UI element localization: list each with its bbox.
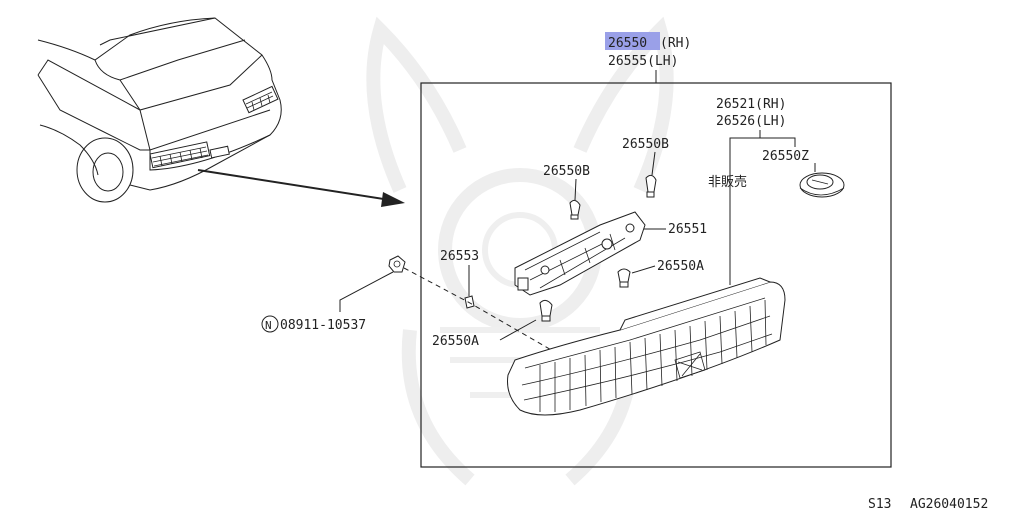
footer-model: S13: [868, 497, 891, 510]
part-main-rh: (RH): [660, 36, 691, 51]
label-nut[interactable]: 08911-10537: [280, 318, 366, 333]
footer-code: AG26040152: [910, 497, 988, 510]
bulb-b-top-icon: [645, 174, 657, 198]
label-26550a-left[interactable]: 26550A: [432, 334, 479, 349]
part-number-highlight: [605, 32, 660, 50]
bulb-a-left-icon: [539, 299, 553, 322]
label-26550a-right[interactable]: 26550A: [657, 259, 704, 274]
lamp-housing-icon: [514, 211, 646, 296]
mounting-guide-line: [403, 267, 561, 356]
bulb-b-left-icon: [569, 199, 581, 220]
bulb-a-right-icon: [617, 268, 631, 288]
clip-icon: [464, 295, 475, 309]
part-number-main[interactable]: 26550: [608, 36, 647, 51]
lens-lh[interactable]: 26526(LH): [716, 114, 786, 129]
label-26553[interactable]: 26553: [440, 249, 479, 264]
nut-code-circle-icon: [261, 315, 279, 333]
watermark-emblem: [366, 16, 674, 486]
label-26551[interactable]: 26551: [668, 222, 707, 237]
tail-lens-icon: [507, 277, 786, 416]
pointer-arrow: [197, 169, 405, 207]
lens-rh[interactable]: 26521(RH): [716, 97, 786, 112]
car-illustration: [37, 17, 282, 203]
nut-icon: [388, 255, 406, 273]
socket-cap-icon: [799, 172, 845, 198]
label-26550b-top[interactable]: 26550B: [622, 137, 669, 152]
part-main-lh[interactable]: 26555(LH): [608, 54, 678, 69]
label-26550b-left[interactable]: 26550B: [543, 164, 590, 179]
label-26550z[interactable]: 26550Z: [762, 149, 809, 164]
nut-code-prefix: N: [265, 319, 272, 332]
label-not-sold: 非販売: [708, 174, 747, 190]
